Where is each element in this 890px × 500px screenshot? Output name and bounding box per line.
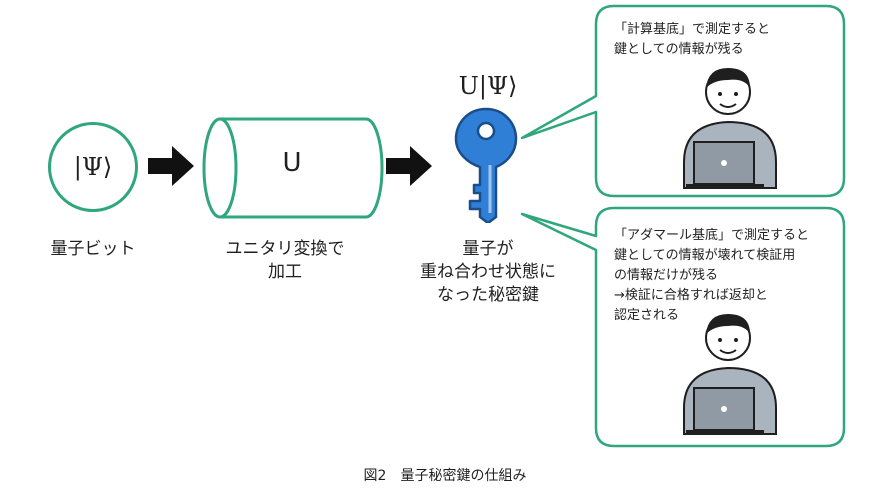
bubble-line: の情報だけが残る: [614, 268, 719, 283]
unitary-caption: ユニタリ変換で 加工: [210, 238, 360, 284]
bubble-line: 鍵としての情報が壊れて検証用: [614, 248, 796, 263]
arrow-right-icon: [148, 146, 194, 186]
caption-line: 重ね合わせ状態に: [420, 262, 556, 282]
key-caption: 量子が 重ね合わせ状態に なった秘密鍵: [400, 238, 576, 307]
qubit-caption: 量子ビット: [30, 238, 156, 261]
bubble-line: 「アダマール基底」で測定すると: [614, 228, 810, 243]
qubit-symbol: |Ψ⟩: [73, 153, 113, 181]
key-state-symbol: U|Ψ⟩: [458, 72, 518, 100]
caption-line: 加工: [268, 262, 302, 282]
person-laptop-icon: [683, 68, 777, 189]
unitary-symbol: U: [282, 148, 302, 178]
bubble-line: 鍵としての情報が残る: [614, 42, 744, 57]
unitary-cylinder: [202, 117, 384, 219]
figure-caption: 図2 量子秘密鍵の仕組み: [363, 468, 527, 484]
bubble-line: 「計算基底」で測定すると: [614, 22, 771, 37]
caption-line: なった秘密鍵: [437, 285, 539, 305]
bubble-line: →検証に合格すれば返却と: [614, 288, 768, 303]
person-laptop-icon: [683, 314, 777, 435]
bottom-bubble-text: 「アダマール基底」で測定すると 鍵としての情報が壊れて検証用 の情報だけが残る …: [614, 226, 809, 326]
arrow-right-icon: [386, 146, 432, 186]
caption-line: ユニタリ変換で: [225, 239, 345, 259]
key-icon: [454, 107, 518, 223]
caption-line: 量子が: [462, 239, 514, 259]
caption-line: 量子ビット: [50, 239, 136, 259]
qubit-circle: |Ψ⟩: [48, 122, 138, 212]
top-bubble-text: 「計算基底」で測定すると 鍵としての情報が残る: [614, 20, 770, 60]
bubble-line: 認定される: [614, 308, 680, 323]
